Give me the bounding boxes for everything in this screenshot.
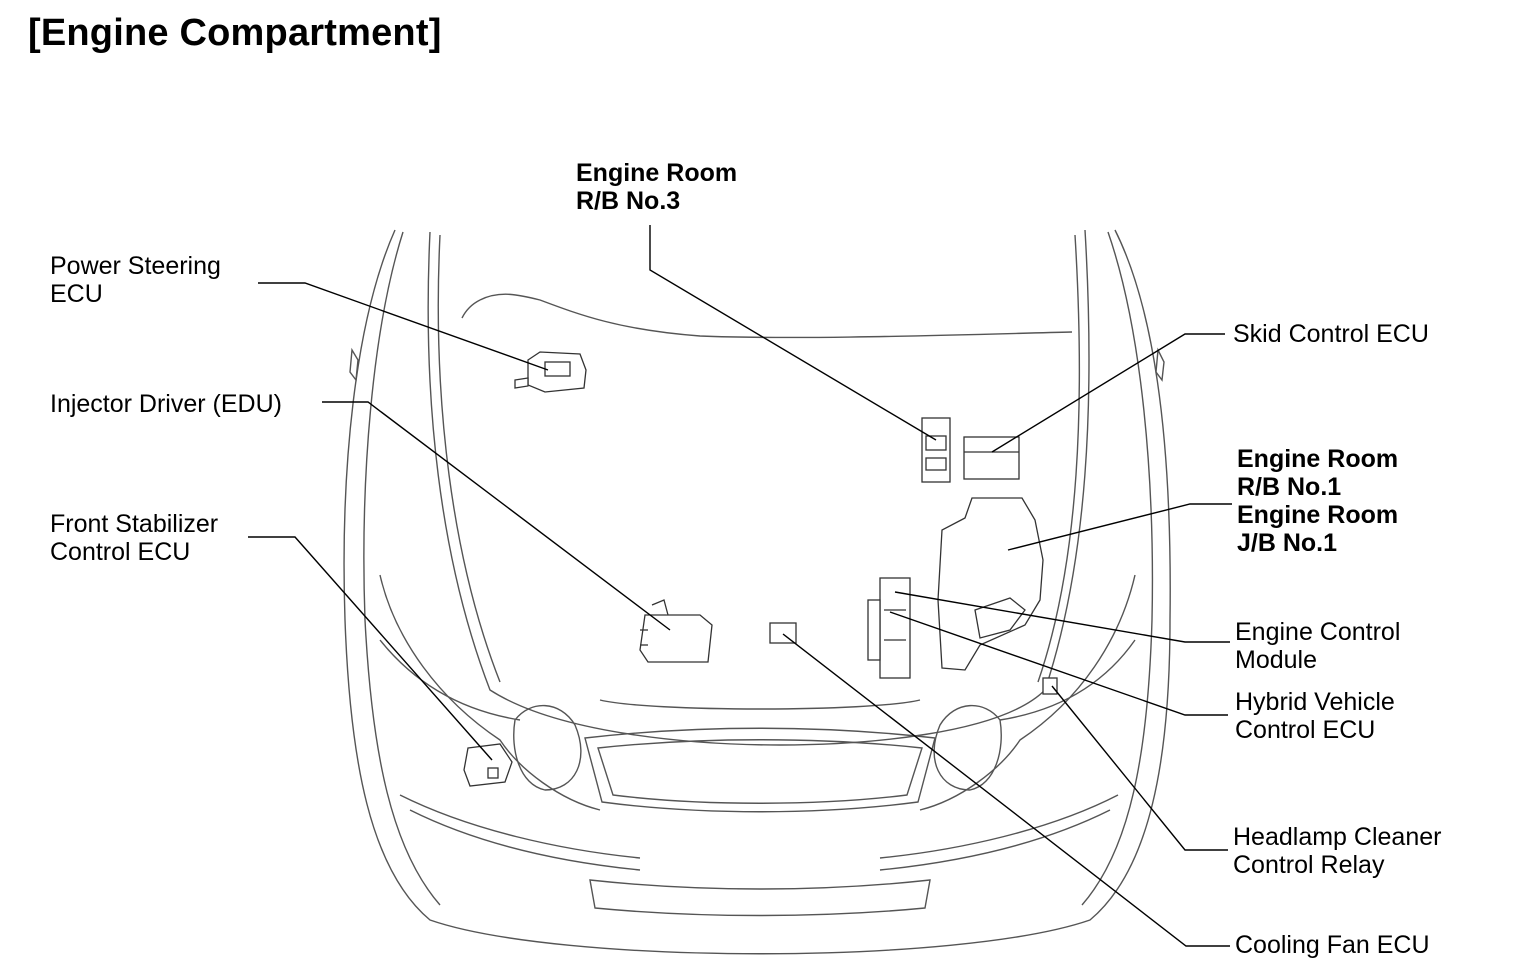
label-engine-room-rb3: Engine Room R/B No.3 xyxy=(576,159,738,215)
leader-hybrid-ecu xyxy=(889,611,1228,716)
leader-front-stabilizer xyxy=(248,536,493,761)
engine-room-rb3-part xyxy=(921,417,951,483)
car-body-outline xyxy=(343,229,1171,955)
leader-power-steering xyxy=(258,282,549,371)
leader-engine-control-module xyxy=(894,591,1230,643)
headlamp-cleaner-relay-part xyxy=(1042,677,1058,695)
cooling-fan-ecu-part xyxy=(769,622,797,644)
label-engine-room-rb1-jb1: Engine Room R/B No.1 Engine Room J/B No.… xyxy=(1237,445,1399,557)
engine-room-rb1-jb1-part xyxy=(937,497,1044,671)
front-fascia-outline xyxy=(379,574,1136,917)
label-headlamp-cleaner-relay: Headlamp Cleaner Control Relay xyxy=(1233,823,1442,879)
label-power-steering-ecu: Power Steering ECU xyxy=(50,252,221,308)
leader-engine-room-rb3 xyxy=(649,225,937,441)
skid-control-ecu-part xyxy=(963,436,1020,480)
engine-control-module-part xyxy=(867,577,911,679)
leader-lines xyxy=(248,225,1232,947)
label-front-stabilizer: Front Stabilizer Control ECU xyxy=(50,510,219,566)
label-hybrid-vehicle-ecu: Hybrid Vehicle Control ECU xyxy=(1235,688,1395,744)
injector-driver-part xyxy=(639,599,713,663)
label-cooling-fan-ecu: Cooling Fan ECU xyxy=(1235,931,1430,959)
leader-headlamp-cleaner xyxy=(1051,685,1228,851)
leader-engine-room-rb1 xyxy=(1007,503,1232,551)
front-stabilizer-ecu-part xyxy=(463,743,513,787)
label-skid-control-ecu: Skid Control ECU xyxy=(1233,320,1429,348)
leader-skid-control xyxy=(991,333,1225,453)
label-injector-driver: Injector Driver (EDU) xyxy=(50,390,282,418)
page-title: [Engine Compartment] xyxy=(28,12,442,54)
hood-outline xyxy=(427,229,1090,746)
leader-injector-driver xyxy=(322,401,671,631)
power-steering-ecu-part xyxy=(514,351,587,393)
label-engine-control-module: Engine Control Module xyxy=(1235,618,1401,674)
leader-cooling-fan xyxy=(782,633,1230,947)
